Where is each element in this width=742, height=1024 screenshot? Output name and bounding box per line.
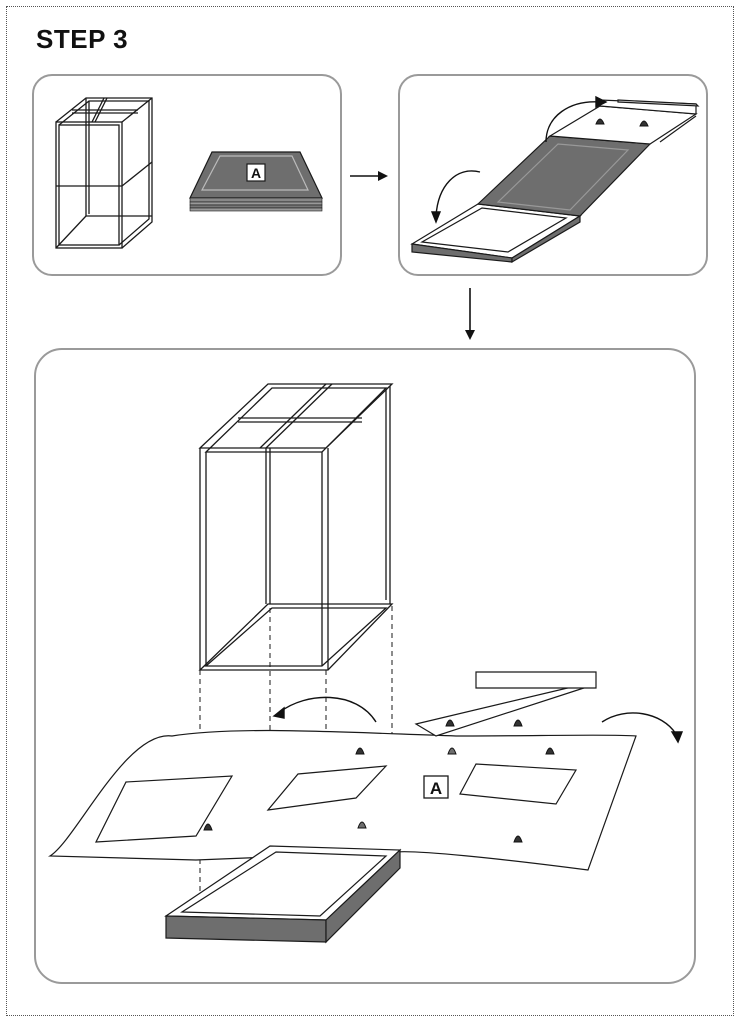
- zipper-pull-icon: [595, 118, 649, 127]
- panel-assembly: A: [34, 348, 696, 984]
- curved-arrow-icon: [272, 696, 684, 744]
- page-border: [6, 6, 734, 1016]
- panel-unfolding-tray: [398, 74, 708, 276]
- assembly-illustration: A: [47, 383, 684, 944]
- arrow-down-icon: [465, 288, 475, 340]
- small-frame: [55, 97, 153, 249]
- large-frame: [198, 383, 394, 671]
- small-frame-illustration: A: [55, 97, 323, 249]
- folded-tray-a: A: [189, 151, 323, 212]
- step-title: STEP 3: [36, 24, 129, 54]
- part-a-label-small: A: [251, 165, 261, 181]
- part-a-label-large: A: [430, 779, 442, 798]
- zipper-pull-icon: [203, 719, 555, 843]
- arrow-right-icon: [350, 171, 388, 181]
- unfolding-tray-illustration: [410, 95, 700, 264]
- curved-arrow-icon: [430, 95, 608, 224]
- panel-frame-and-tray: A: [32, 74, 342, 276]
- unfolded-floor-a: [47, 671, 637, 944]
